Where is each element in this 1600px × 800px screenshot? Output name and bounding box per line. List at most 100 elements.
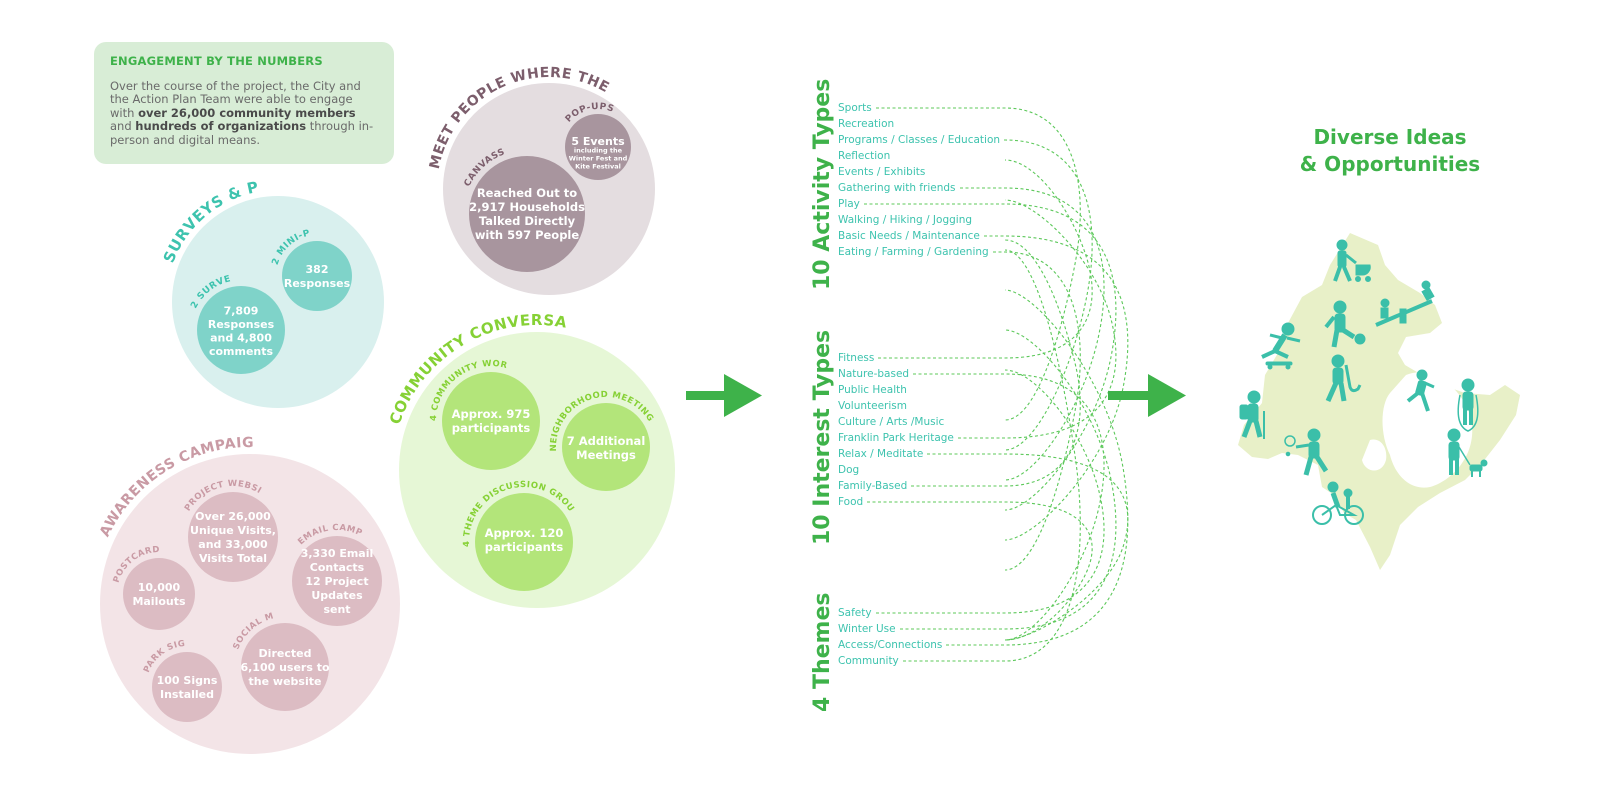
surveys-value: Responses — [208, 318, 275, 331]
description-text: Over the course of the project, the City… — [110, 79, 361, 120]
awareness-bubble-0 — [188, 492, 278, 582]
dashed-connector — [878, 159, 1093, 359]
pop-ups-detail: Winter Fest and — [569, 154, 628, 162]
surveys-value: and 4,800 — [210, 332, 272, 345]
interest-types-title: 10 Interest Types — [810, 329, 835, 545]
engagement-bubbles: SURVEYS & POLLS2 SURVEYS7,809Responsesan… — [0, 0, 675, 754]
awareness-value-4: Directed — [259, 647, 312, 660]
theme-groups-bubble — [475, 493, 573, 591]
activity-item: Reflection — [838, 150, 891, 162]
interest-item: Public Health — [838, 384, 907, 396]
canvassing-value: Talked Directly — [479, 214, 576, 228]
workshops-value: participants — [452, 421, 531, 435]
dog-walker-icon — [1447, 428, 1488, 477]
awareness-bubble-2 — [292, 536, 382, 626]
mini-polls-bubble — [282, 241, 352, 311]
output-title: Diverse Ideas & Opportunities — [1290, 124, 1490, 178]
activity-item: Walking / Hiking / Jogging — [838, 214, 973, 226]
activity-types-title: 10 Activity Types — [810, 78, 835, 290]
canvassing-bubble — [469, 156, 585, 272]
dashed-connector — [1004, 139, 1093, 451]
arrow-right-icon — [686, 374, 762, 417]
surveys-bubble — [197, 286, 285, 374]
awareness-value-0: Over 26,000 — [195, 510, 271, 523]
themes-title: 4 Themes — [810, 592, 835, 713]
seesaw-icon — [1375, 280, 1435, 327]
dashed-connector — [876, 107, 1081, 421]
dashed-connector — [984, 235, 1129, 541]
output-title-line1: Diverse Ideas — [1313, 125, 1467, 149]
runner-icon — [1406, 369, 1435, 412]
engagement-summary-box: ENGAGEMENT BY THE NUMBERS Over the cours… — [94, 42, 394, 164]
activity-item: Eating / Farming / Gardening — [838, 246, 989, 258]
dashed-connector — [913, 373, 1105, 641]
community-members-highlight: over 26,000 community members — [138, 105, 356, 120]
pop-ups-bubble — [565, 114, 631, 180]
activity-item: Programs / Classes / Education — [838, 134, 1001, 146]
pop-ups-detail: Kite Festival — [575, 162, 621, 170]
awareness-value-4: 6,100 users to — [240, 661, 330, 674]
saxophonist-icon — [1325, 354, 1362, 403]
dashed-connector — [946, 289, 1129, 646]
awareness-bubble-3 — [152, 652, 222, 722]
awareness-value-1: 10,000 — [138, 581, 181, 594]
dashed-connector — [864, 203, 1117, 511]
interest-item: Fitness — [838, 352, 875, 364]
theme-groups-value: Approx. 120 — [485, 526, 564, 540]
activity-item: Recreation — [838, 118, 895, 130]
dashed-connector — [903, 249, 1081, 662]
output-title-line2: & Opportunities — [1299, 152, 1481, 176]
jump-rope-icon — [1457, 378, 1479, 432]
interest-item: Culture / Arts /Music — [838, 416, 945, 428]
skateboarder-icon — [1261, 322, 1301, 370]
pop-ups-detail: including the — [574, 146, 623, 154]
interest-item: Franklin Park Heritage — [838, 432, 954, 444]
engagement-title: ENGAGEMENT BY THE NUMBERS — [110, 54, 323, 68]
dashed-connector — [993, 251, 1081, 571]
themes-item: Community — [838, 655, 899, 667]
tennis-player-icon — [1284, 428, 1329, 476]
mini-polls-value: 382 — [306, 263, 329, 276]
interest-item: Family-Based — [838, 480, 908, 492]
dashed-connector — [911, 239, 1081, 487]
interest-item: Nature-based — [838, 368, 910, 380]
interest-item: Dog — [838, 464, 860, 476]
canvassing-value: with 597 People — [475, 228, 580, 242]
surveys-value: comments — [209, 345, 274, 358]
activity-item: Gathering with friends — [838, 182, 956, 194]
neighborhood-meetings-bubble — [562, 403, 650, 491]
engagement-description: Over the course of the project, the City… — [110, 79, 378, 147]
awareness-value-1: Mailouts — [132, 595, 186, 608]
lake-shape — [1362, 372, 1473, 488]
neighborhood-meetings-value: Meetings — [576, 448, 636, 462]
theme-groups-value: participants — [485, 540, 564, 554]
awareness-bubble-4 — [241, 623, 329, 711]
hiker-icon — [1239, 390, 1265, 439]
canvassing-value: 2,917 Households — [469, 200, 585, 214]
themes-item: Access/Connections — [838, 639, 943, 651]
neighborhood-meetings-value: 7 Additional — [567, 434, 646, 448]
awareness-value-3: 100 Signs — [157, 674, 218, 687]
dashed-connector — [958, 199, 1117, 439]
dashed-connector — [927, 453, 1129, 641]
workshops-value: Approx. 975 — [452, 407, 531, 421]
canvassing-value: Reached Out to — [477, 186, 577, 200]
awareness-value-2: Contacts — [310, 561, 365, 574]
description-text: and — [110, 119, 136, 134]
pop-ups-value: 5 Events — [571, 135, 625, 148]
activity-item: Play — [838, 198, 860, 210]
awareness-value-0: and 33,000 — [198, 538, 268, 551]
themes-item: Winter Use — [838, 623, 896, 635]
park-map-shape — [1238, 233, 1520, 570]
interest-item: Relax / Meditate — [838, 448, 924, 460]
awareness-value-2: 3,330 Email — [301, 547, 374, 560]
cyclist-icon — [1312, 481, 1364, 525]
workshops-bubble — [442, 372, 540, 470]
activity-item: Basic Needs / Maintenance — [838, 230, 980, 242]
dashed-connector — [900, 329, 1117, 630]
awareness-value-2: sent — [323, 603, 350, 616]
organizations-highlight: hundreds of organizations — [135, 119, 307, 134]
activity-item: Sports — [838, 102, 872, 114]
awareness-value-0: Visits Total — [199, 552, 267, 565]
